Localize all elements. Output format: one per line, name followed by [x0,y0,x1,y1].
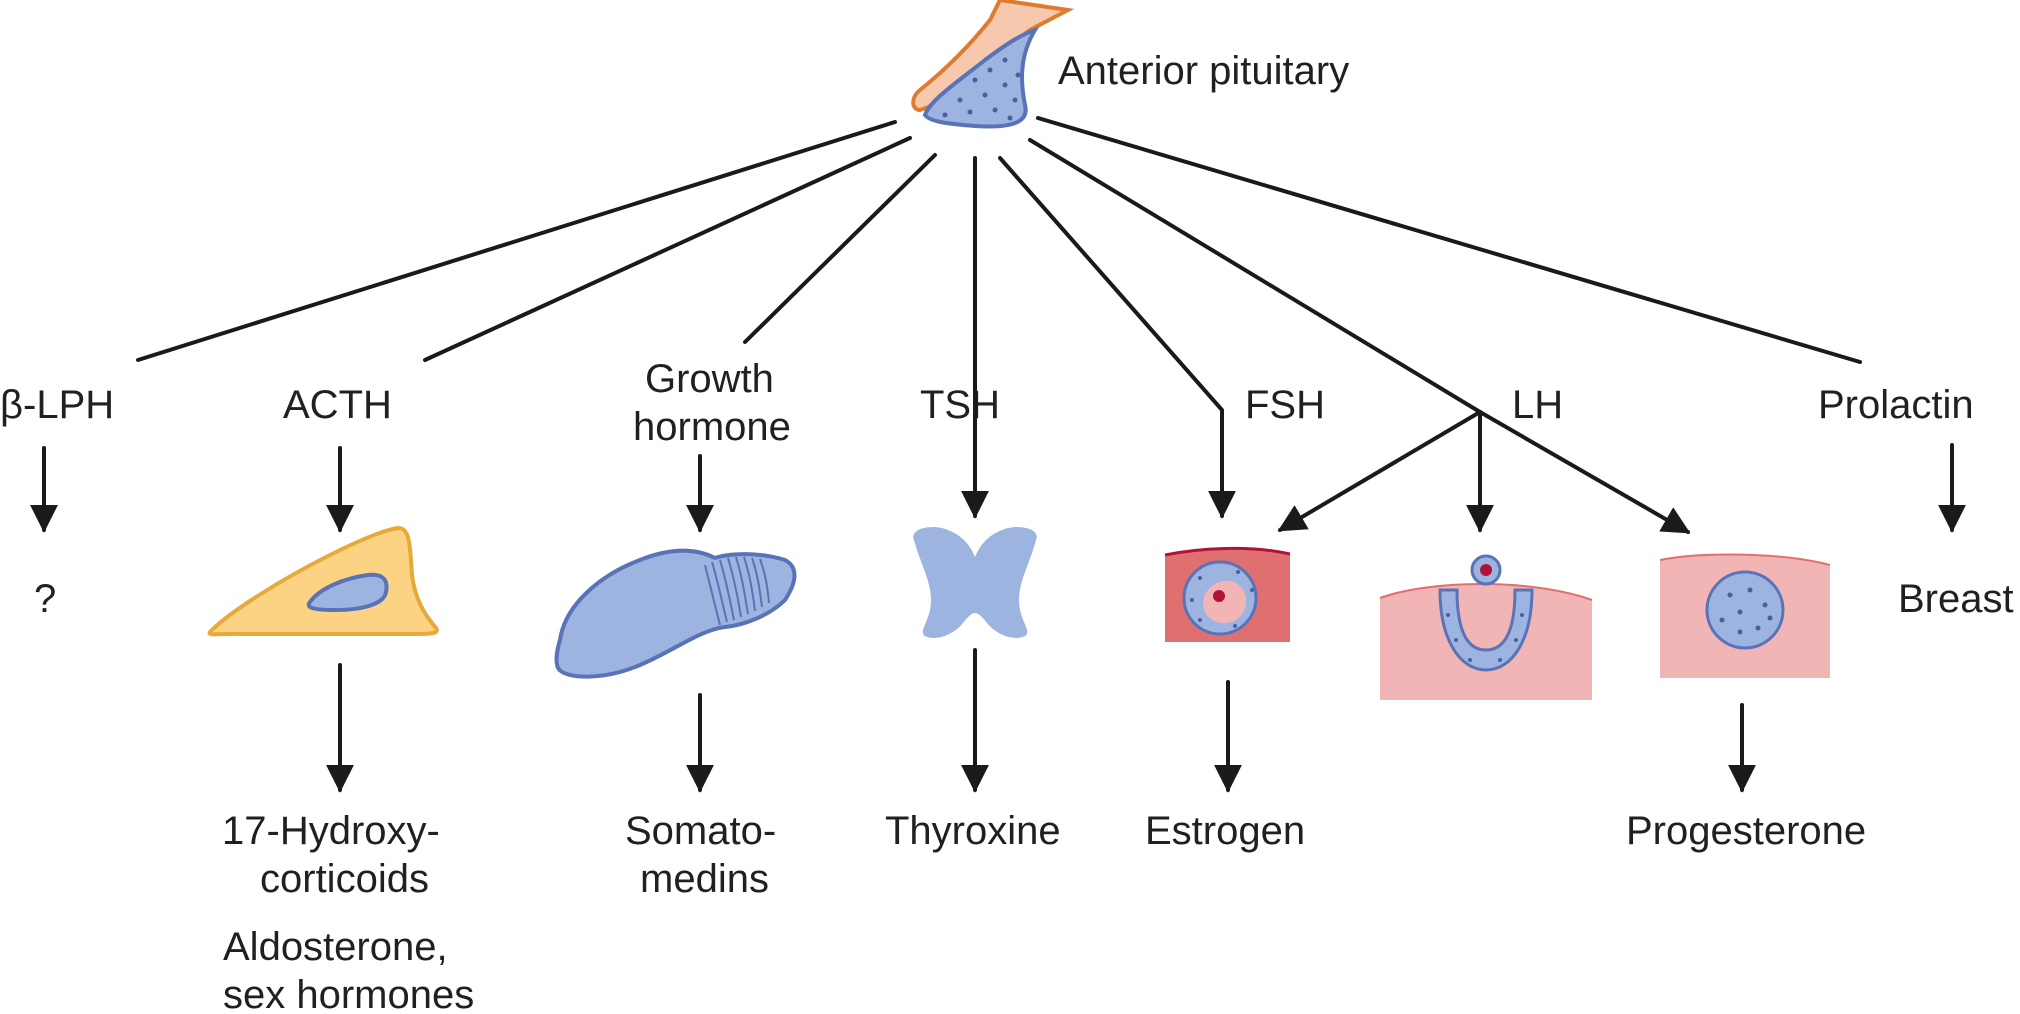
hormone-branch-lines [136,116,1862,534]
hormone-to-target-arrows [30,410,1966,533]
growth-hormone-label-line1: Growth [645,357,774,401]
thyroxine-label: Thyroxine [885,809,1061,853]
growth-hormone-label-line2: hormone [633,405,791,449]
fsh-label: FSH [1245,383,1325,427]
prolactin-line [1036,116,1862,364]
beta-lph-label: β-LPH [0,383,114,427]
ovulating-follicle-icon [1379,554,1593,700]
acth-line [423,136,912,362]
liver-icon [554,548,797,679]
target-to-product-arrows [326,648,1756,793]
lh-line-a [1028,138,1482,414]
lh-to-progesterone-arrow [1478,410,1691,534]
somatomedins-label-line2: medins [640,857,769,901]
lh-label: LH [1512,383,1563,427]
beta-lph-line [136,120,897,362]
aldosterone-label-line2: sex hormones [223,973,474,1014]
anterior-pituitary-label: Anterior pituitary [1058,49,1349,93]
acth-label: ACTH [283,383,392,427]
hydroxycorticoids-label-line1: 17-Hydroxy- [222,809,440,853]
hydroxycorticoids-label-line2: corticoids [260,857,429,901]
ovarian-follicle-icon [1164,546,1291,642]
tsh-label: TSH [920,383,1000,427]
prolactin-label: Prolactin [1818,383,1974,427]
growth-hormone-line [743,153,937,344]
breast-label: Breast [1898,577,2014,621]
estrogen-label: Estrogen [1145,809,1305,853]
adrenal-cell-icon [207,525,439,637]
corpus-luteum-icon [1659,553,1831,678]
fsh-line [998,156,1236,519]
somatomedins-label-line1: Somato- [625,809,776,853]
thyroid-icon [913,527,1037,638]
aldosterone-label-line1: Aldosterone, [223,925,448,969]
pituitary-gland-icon [911,0,1075,129]
lh-to-estrogen-arrow [1277,410,1482,532]
beta-lph-target-label: ? [34,577,56,621]
progesterone-label: Progesterone [1626,809,1866,853]
